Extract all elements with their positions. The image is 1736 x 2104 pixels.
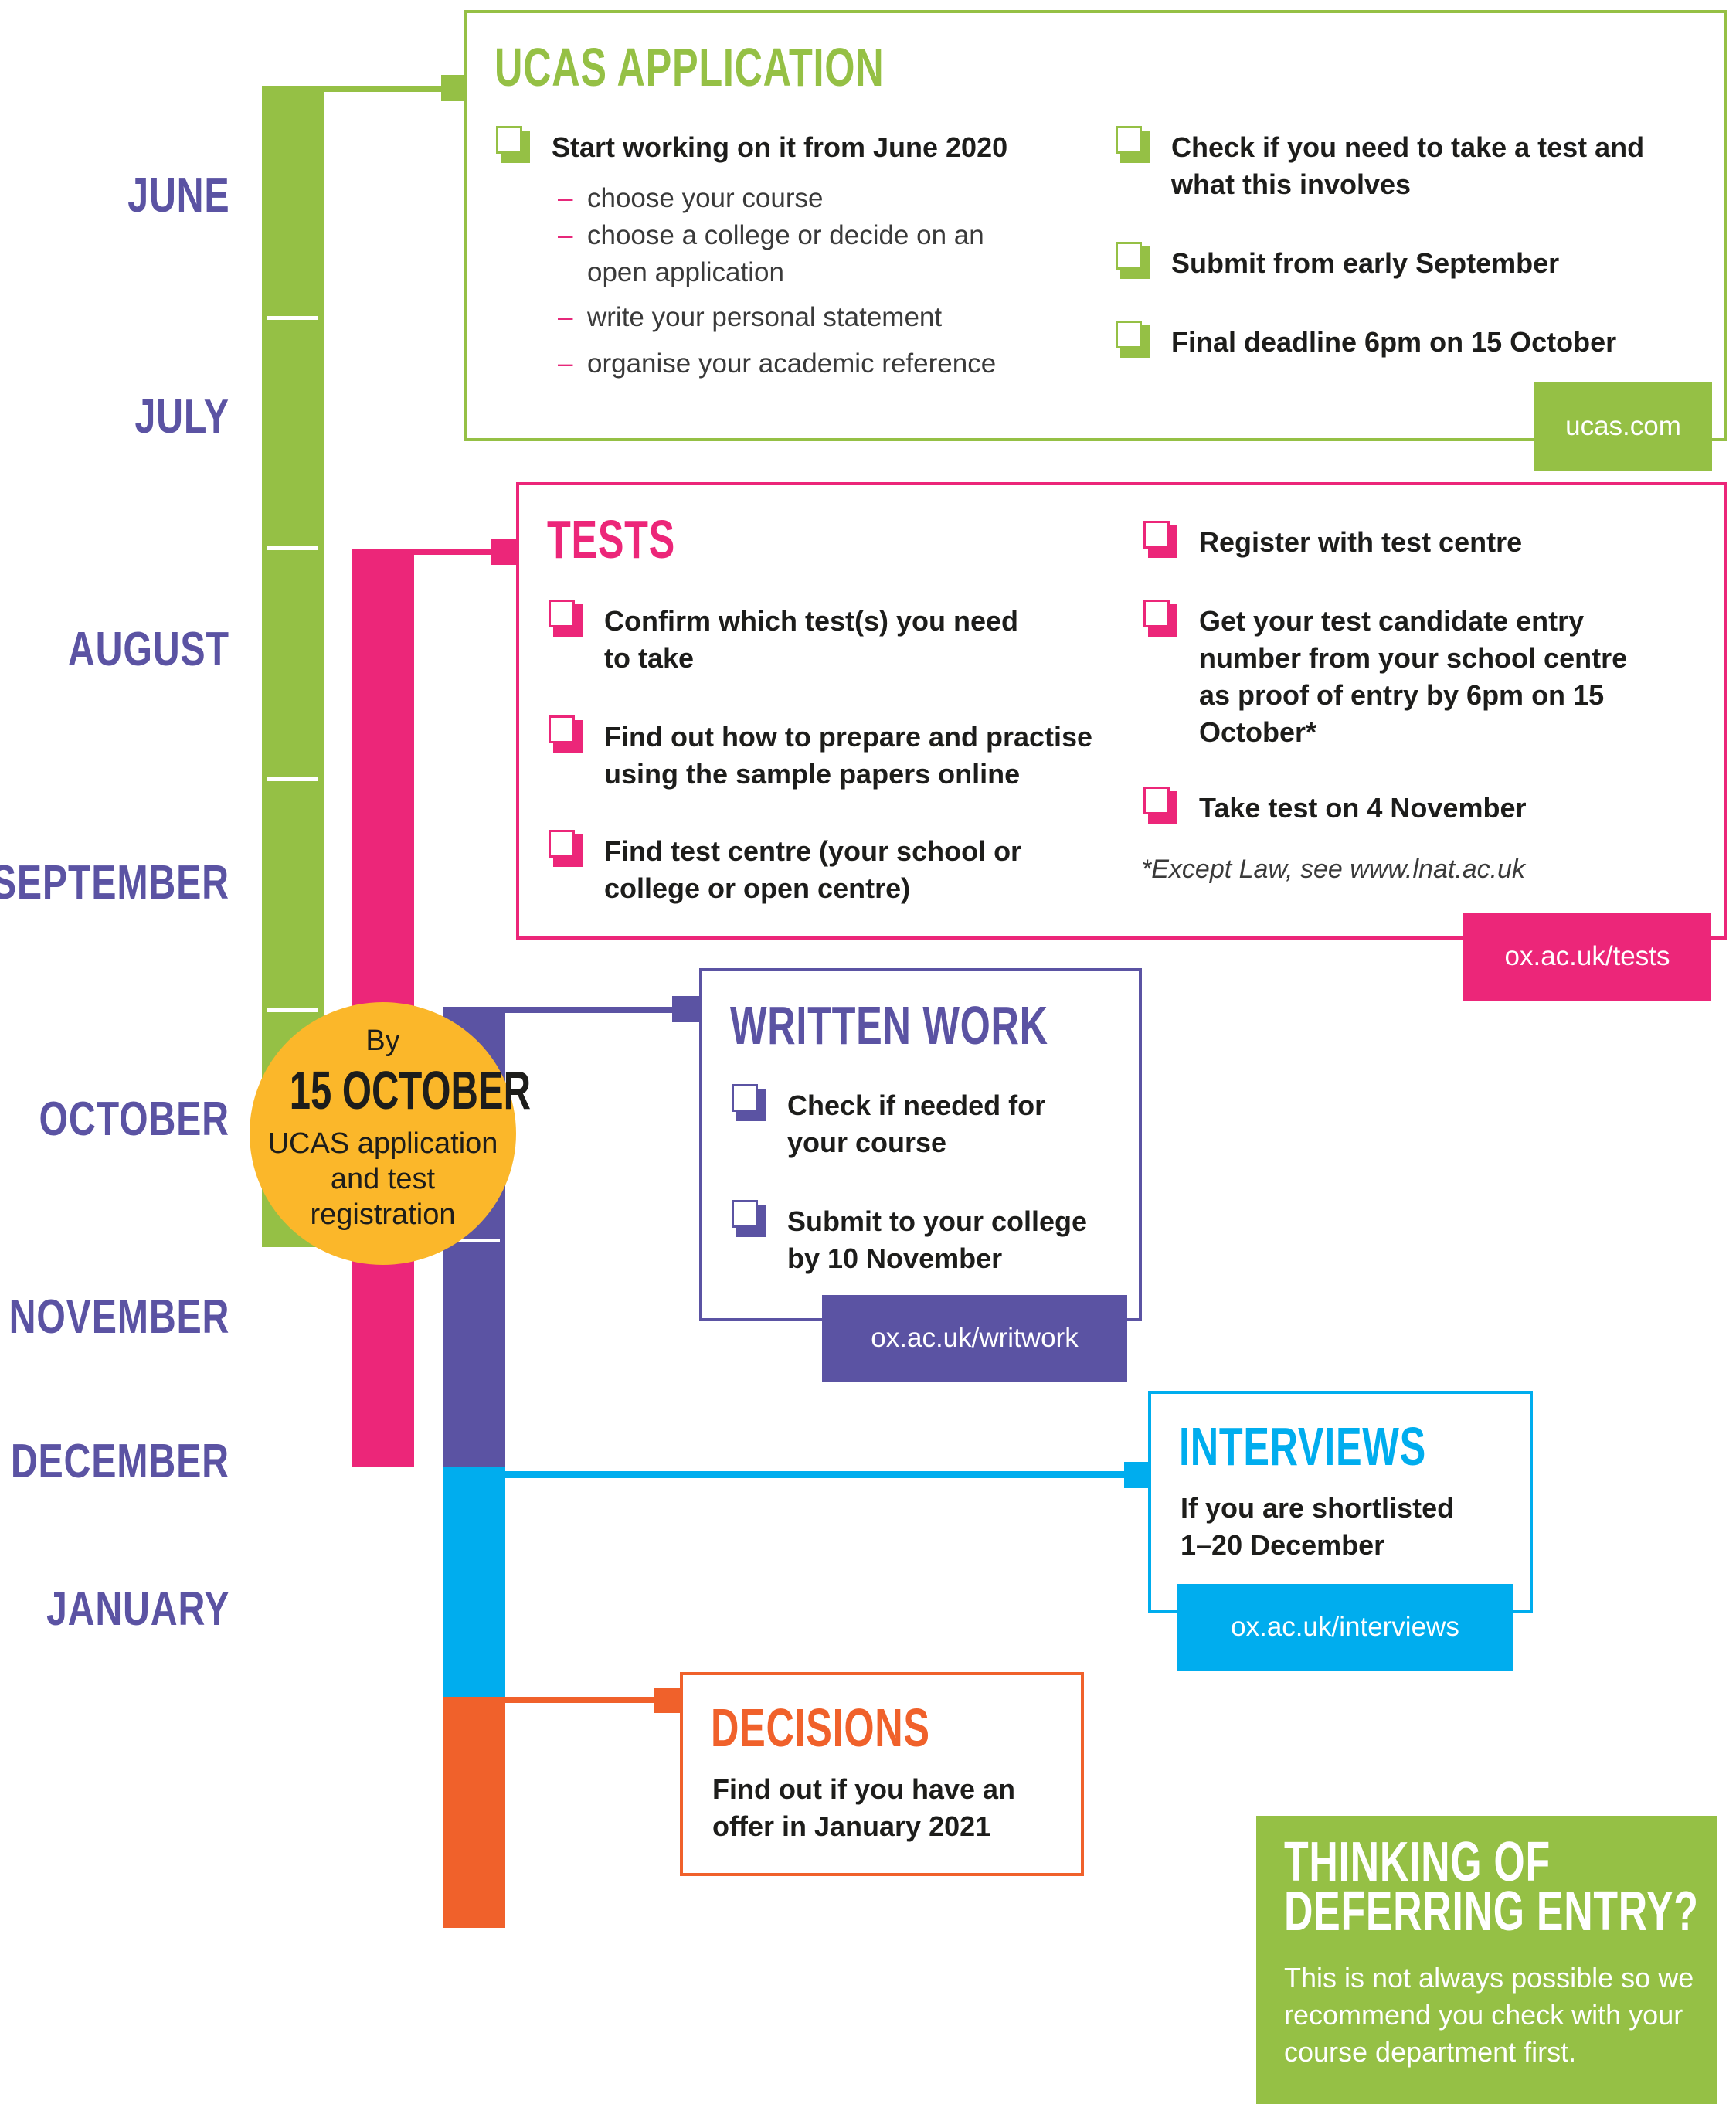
month-divider [267, 777, 318, 781]
interviews-panel: INTERVIEWS If you are shortlisted 1–20 D… [1148, 1391, 1533, 1613]
tests-title: TESTS [547, 509, 676, 569]
checkbox-icon[interactable] [1143, 521, 1177, 558]
checkbox-icon[interactable] [549, 600, 583, 637]
tests-item-label: Register with test centre [1199, 526, 1523, 558]
deferral-callout: THINKING OF DEFERRING ENTRY? This is not… [1256, 1816, 1717, 2104]
ucas-connector-line [324, 86, 444, 92]
ucas-item-label: Start working on it from June 2020 [552, 131, 1008, 163]
checkbox-icon[interactable] [1143, 787, 1177, 824]
deadline-badge: By 15 OCTOBER UCAS application and test … [250, 1002, 531, 1265]
ucas-application-panel: UCAS APPLICATION Start working on it fro… [464, 10, 1727, 441]
ucas-connector-node [441, 75, 467, 101]
month-label-october: OCTOBER [39, 1093, 229, 1146]
month-divider [267, 316, 318, 320]
deadline-badge-by: By [365, 1025, 400, 1057]
checkbox-icon[interactable] [496, 126, 530, 163]
tests-item-label: Take test on 4 November [1199, 792, 1527, 824]
checkbox-icon[interactable] [549, 830, 583, 867]
written-work-connector-node [672, 996, 699, 1022]
ucas-link-button[interactable]: ucas.com [1534, 382, 1712, 471]
decisions-timeline-bar [443, 1697, 505, 1928]
deadline-badge-text: and test [330, 1163, 436, 1195]
decisions-text: Find out if you have an offer in January… [712, 1773, 1016, 1842]
month-divider [267, 1008, 318, 1012]
ucas-item-submit[interactable]: Submit from early September [1116, 242, 1560, 282]
ucas-subitem: –choose your course [558, 183, 824, 213]
ucas-subitem: –organise your academic reference [558, 348, 997, 379]
month-label-july: JULY [134, 390, 229, 444]
ucas-item-label: Submit from early September [1171, 247, 1560, 279]
interviews-text: If you are shortlisted 1–20 December [1181, 1492, 1455, 1561]
checkbox-icon[interactable] [549, 715, 583, 753]
checkbox-icon[interactable] [1116, 242, 1150, 279]
written-work-title: WRITTEN WORK [730, 995, 1048, 1055]
ucas-title: UCAS APPLICATION [494, 37, 885, 97]
checkbox-icon[interactable] [732, 1200, 766, 1237]
tests-item-candidate-number[interactable]: Get your test candidate entry number fro… [1143, 600, 1628, 751]
ucas-item-label: Final deadline 6pm on 15 October [1171, 326, 1617, 358]
checkbox-icon[interactable] [1116, 126, 1150, 163]
written-work-connector-line [505, 1007, 675, 1013]
written-work-link-button[interactable]: ox.ac.uk/writwork [822, 1295, 1127, 1382]
interviews-title: INTERVIEWS [1179, 1416, 1426, 1477]
tests-item-register[interactable]: Register with test centre [1143, 521, 1523, 561]
tests-item-label: Get your test candidate entry number fro… [1199, 605, 1628, 748]
decisions-connector-node [654, 1688, 681, 1713]
interviews-link-button[interactable]: ox.ac.uk/interviews [1177, 1584, 1513, 1671]
deferral-title: THINKING OF DEFERRING ENTRY? [1284, 1831, 1699, 1943]
ucas-subitem: –choose a college or decide on an [558, 220, 984, 250]
tests-connector-line [414, 549, 493, 555]
tests-item-take-test[interactable]: Take test on 4 November [1143, 787, 1527, 827]
deadline-badge-text: UCAS application [267, 1127, 498, 1160]
checkbox-icon[interactable] [1116, 321, 1150, 358]
month-label-september: SEPTEMBER [0, 856, 229, 909]
tests-link-button[interactable]: ox.ac.uk/tests [1463, 913, 1711, 1001]
ucas-subitem: –write your personal statement [558, 302, 943, 332]
month-label-november: NOVEMBER [8, 1290, 229, 1344]
tests-connector-node [491, 539, 516, 565]
ucas-item-deadline[interactable]: Final deadline 6pm on 15 October [1116, 321, 1617, 361]
deadline-badge-text: registration [310, 1198, 456, 1231]
ucas-subitem-cont: open application [587, 257, 784, 287]
month-divider [448, 1239, 500, 1242]
decisions-panel: DECISIONS Find out if you have an offer … [680, 1672, 1084, 1876]
deadline-badge-date: 15 OCTOBER [289, 1060, 531, 1120]
checkbox-icon[interactable] [1143, 600, 1177, 637]
ucas-item-start[interactable]: Start working on it from June 2020 [496, 126, 1008, 166]
month-label-june: JUNE [127, 169, 229, 223]
month-label-august: AUGUST [68, 623, 229, 676]
deferral-body: This is not always possible so we recomm… [1284, 1962, 1694, 2068]
decisions-title: DECISIONS [711, 1698, 930, 1758]
interviews-timeline-bar [443, 1467, 505, 1697]
interviews-connector-line [505, 1471, 1127, 1478]
month-divider [267, 546, 318, 550]
checkbox-icon[interactable] [732, 1084, 766, 1121]
month-label-january: JANUARY [46, 1582, 229, 1636]
decisions-connector-line [505, 1697, 660, 1703]
tests-footnote: *Except Law, see www.lnat.ac.uk [1141, 855, 1526, 884]
interviews-connector-node [1124, 1462, 1149, 1488]
month-label-december: DECEMBER [11, 1435, 229, 1488]
